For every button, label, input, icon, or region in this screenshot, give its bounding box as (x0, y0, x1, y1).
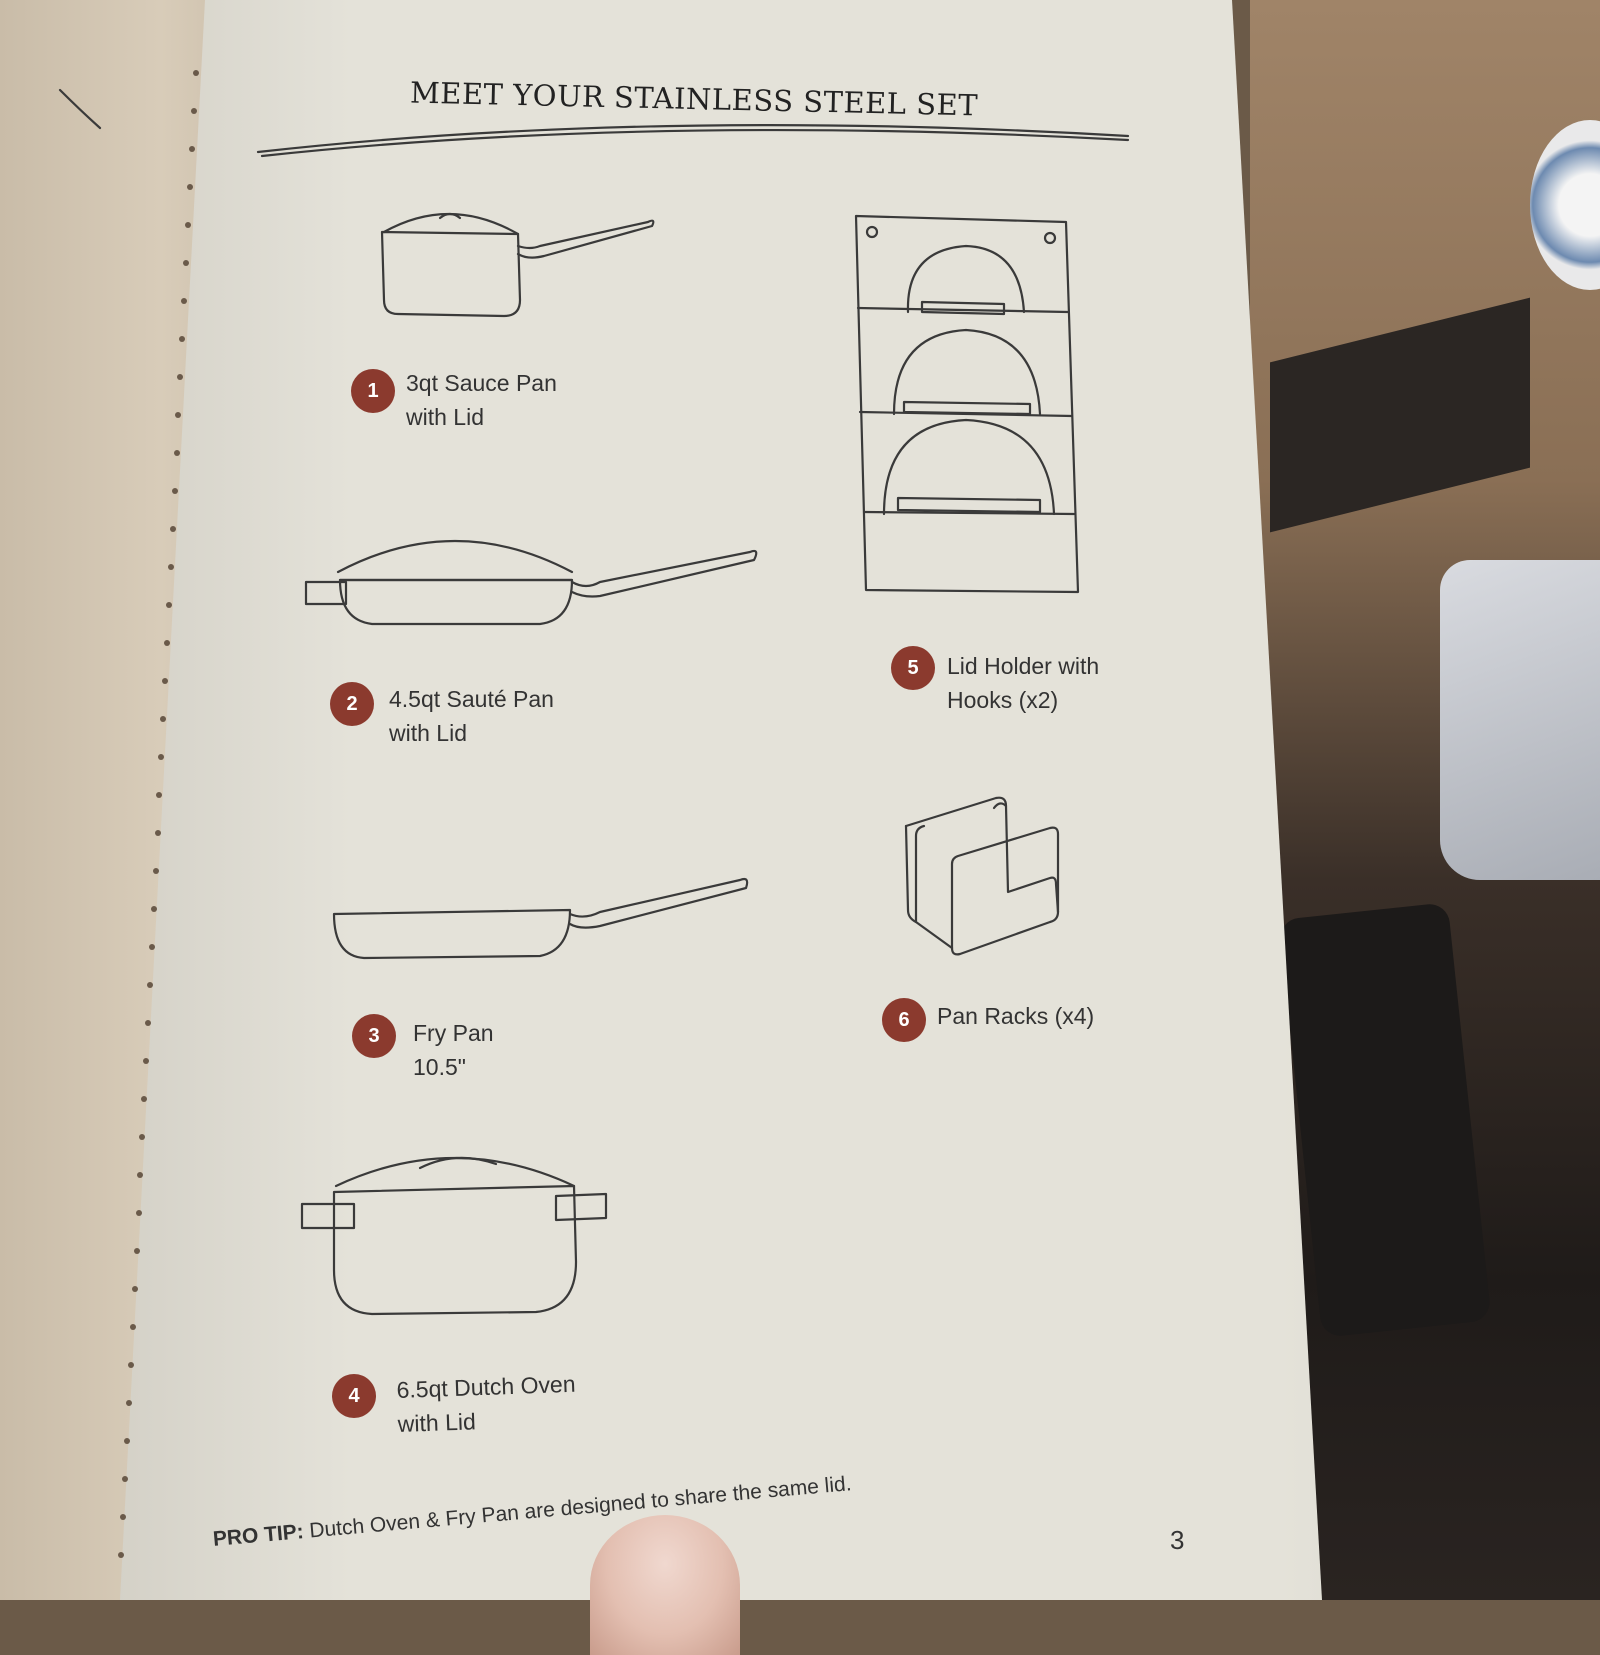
binding-stitch (122, 1476, 129, 1482)
plastic-bag (1440, 560, 1600, 880)
binding-stitch (152, 868, 159, 874)
binding-stitch (145, 1020, 151, 1026)
binding-stitch (173, 450, 180, 456)
binding-stitch (133, 1248, 140, 1254)
item-badge-3: 3 (352, 1014, 396, 1058)
binding-stitch (160, 716, 167, 722)
binding-stitch (120, 1514, 127, 1520)
page-shading (120, 0, 1322, 1600)
binding-stitch (192, 70, 199, 76)
binding-stitch (156, 792, 163, 798)
item-badge-2: 2 (330, 682, 374, 726)
item-label-1: 3qt Sauce Pan with Lid (406, 366, 557, 434)
item-label-1-line1: 3qt Sauce Pan (406, 370, 557, 396)
item-label-5: Lid Holder with Hooks (x2) (947, 649, 1099, 717)
left-page-mark (58, 88, 102, 130)
item-label-3-line2: 10.5" (413, 1054, 466, 1080)
binding-stitch (124, 1438, 131, 1444)
item-badge-6: 6 (882, 998, 926, 1042)
binding-stitch (190, 108, 197, 114)
binding-stitch (188, 146, 195, 152)
sauce-pan-drawing (380, 212, 655, 318)
binding-stitch (131, 1286, 138, 1292)
dutch-oven-drawing (300, 1156, 608, 1316)
thumb (590, 1515, 740, 1655)
saute-pan-drawing (304, 539, 758, 626)
binding-stitch (126, 1400, 132, 1406)
item-label-4-line1: 6.5qt Dutch Oven (396, 1370, 576, 1403)
binding-stitch (186, 184, 193, 190)
item-label-1-line2: with Lid (406, 404, 484, 430)
binding-stitch (181, 298, 188, 304)
item-label-2-line2: with Lid (389, 720, 467, 746)
lid-holder-drawing (854, 214, 1080, 594)
binding-stitch (164, 640, 170, 646)
item-badge-1: 1 (351, 369, 395, 413)
binding-stitch (137, 1172, 144, 1178)
item-label-4: 6.5qt Dutch Oven with Lid (396, 1367, 577, 1441)
binding-stitch (184, 222, 191, 228)
page-number: 3 (1170, 1525, 1185, 1555)
title-underline-2 (260, 128, 1130, 158)
binding-stitch (118, 1552, 125, 1558)
binding-stitch (177, 374, 184, 380)
binding-stitch (129, 1324, 136, 1330)
pan-rack-drawing (904, 796, 1060, 956)
item-label-5-line2: Hooks (x2) (947, 687, 1059, 713)
fry-pan-drawing (332, 877, 749, 960)
binding-stitch (141, 1096, 148, 1102)
binding-stitch (158, 754, 165, 760)
binding-stitch (127, 1362, 134, 1368)
binding-stitch (154, 830, 161, 836)
binding-stitch (169, 526, 176, 532)
item-label-2-line1: 4.5qt Sauté Pan (389, 686, 554, 712)
item-label-2: 4.5qt Sauté Pan with Lid (389, 682, 554, 750)
binding-stitch (139, 1134, 146, 1140)
item-label-5-line1: Lid Holder with (947, 653, 1100, 679)
item-badge-4: 4 (332, 1374, 376, 1418)
binding-stitch (183, 260, 189, 266)
binding-stitch (143, 1058, 150, 1064)
title-underline (256, 124, 1130, 154)
binding-stitch (148, 944, 155, 950)
item-label-3-line1: Fry Pan (413, 1020, 494, 1046)
item-label-4-line2: with Lid (397, 1408, 477, 1437)
binding-stitch (162, 678, 169, 684)
binding-stitch (179, 336, 186, 342)
item-label-6: Pan Racks (x4) (937, 999, 1094, 1033)
cookware-illustrations (58, 88, 1130, 1316)
binding-stitch (167, 564, 174, 570)
binding-stitch (146, 982, 153, 988)
binding-stitch (175, 412, 182, 418)
item-label-3: Fry Pan 10.5" (413, 1016, 494, 1084)
binding-stitch (150, 906, 157, 912)
binding-stitch (171, 488, 178, 494)
item-label-6-line1: Pan Racks (x4) (937, 1003, 1095, 1029)
binding-stitch (165, 602, 172, 608)
booklet-page (120, 0, 1322, 1600)
binding-stitch (135, 1210, 142, 1216)
item-badge-5: 5 (891, 646, 935, 690)
